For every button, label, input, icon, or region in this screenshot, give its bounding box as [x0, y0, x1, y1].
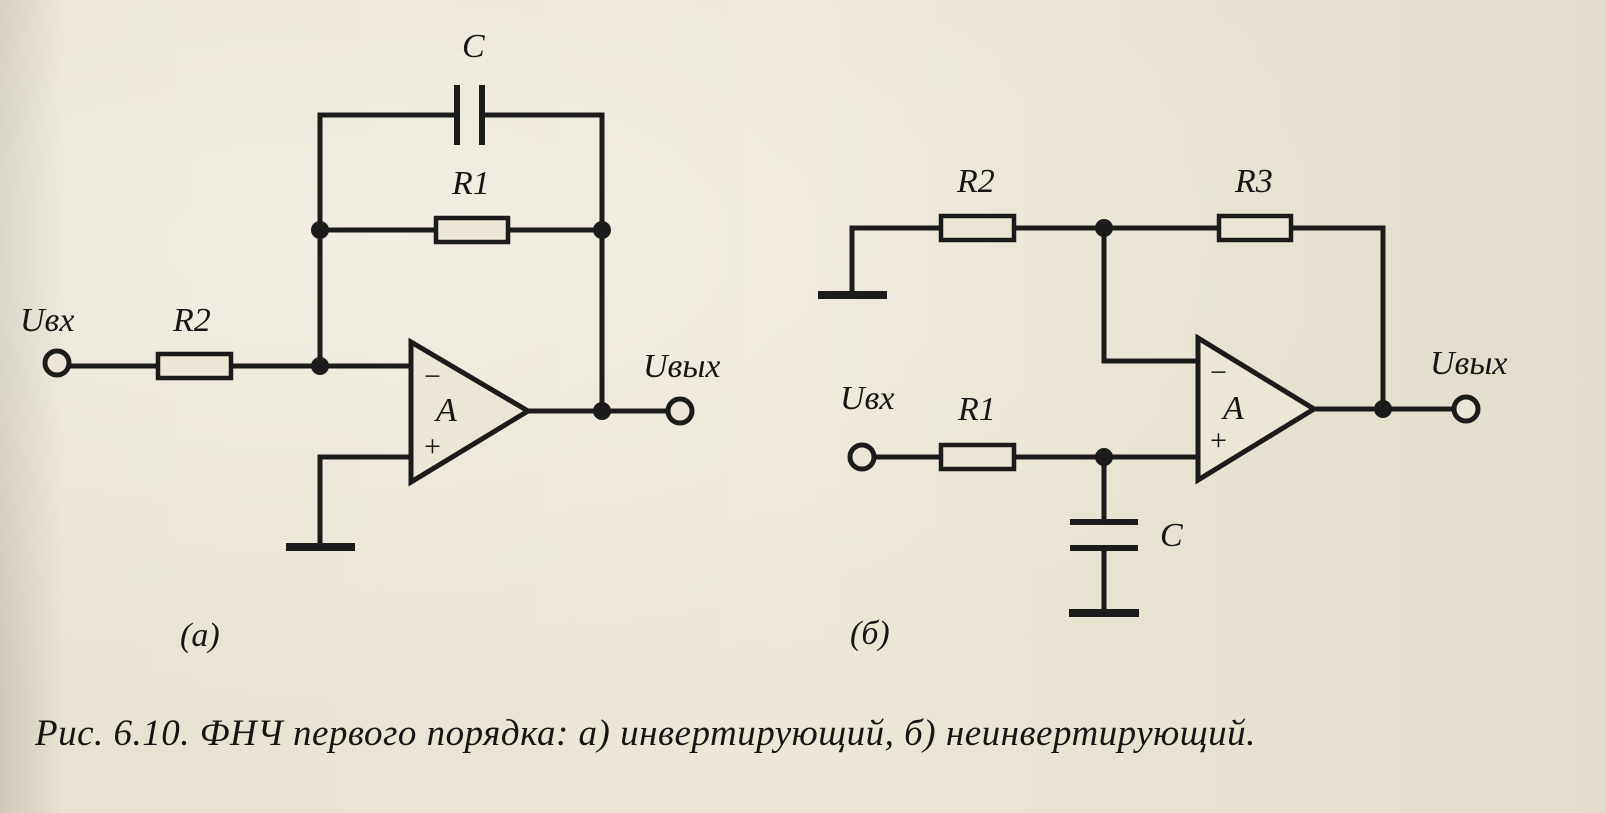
a-resistor-r1	[433, 215, 511, 245]
b-label-plus: +	[1210, 424, 1227, 457]
b-junction-input	[1095, 448, 1113, 466]
b-junction-output	[1374, 400, 1392, 418]
b-label-minus: −	[1210, 356, 1227, 389]
a-label-input: Uвх	[20, 302, 74, 339]
a-label-minus: −	[424, 360, 441, 393]
a-label-opamp: A	[434, 392, 457, 429]
a-opamp-triangle	[408, 337, 533, 487]
b-wire-feedback-down	[1101, 225, 1201, 364]
a-wire-cap-right	[479, 112, 605, 414]
b-label-input: Uвх	[840, 380, 894, 417]
b-label-output: Uвых	[1430, 345, 1507, 382]
a-label-output: Uвых	[643, 348, 720, 385]
b-resistor-r1	[938, 442, 1017, 472]
a-junction-top-left	[311, 221, 329, 239]
a-wire-plus-to-ground	[317, 454, 414, 548]
a-output-terminal	[665, 396, 695, 426]
a-resistor-r2	[155, 351, 234, 381]
b-label-r3: R3	[1234, 163, 1273, 200]
a-junction-top-right	[593, 221, 611, 239]
b-input-terminal	[847, 442, 877, 472]
b-wire-ground-to-r2	[849, 225, 944, 298]
a-label-capacitor: C	[462, 28, 485, 65]
b-junction-top	[1095, 219, 1113, 237]
a-label-r2: R2	[172, 302, 211, 339]
b-label-r2: R2	[956, 163, 995, 200]
a-junction-input	[311, 357, 329, 375]
a-label-plus: +	[424, 430, 441, 463]
circuit-a: C R1 R2 Uвх Uвых A − + (а)	[20, 28, 720, 654]
figure-caption: Рис. 6.10. ФНЧ первого порядка: а) инвер…	[35, 713, 1256, 754]
circuit-b: R2 R3 R1 C Uвх Uвых A − + (б)	[818, 163, 1507, 652]
b-label-opamp: A	[1221, 390, 1244, 427]
a-input-terminal	[42, 348, 72, 378]
a-label-tag: (а)	[180, 617, 220, 654]
b-output-terminal	[1451, 394, 1481, 424]
b-label-r1: R1	[957, 391, 996, 428]
a-junction-output	[593, 402, 611, 420]
b-label-tag: (б)	[850, 615, 890, 652]
a-wire-left-vertical	[317, 112, 460, 369]
b-label-capacitor: C	[1160, 517, 1183, 554]
b-resistor-r3	[1216, 213, 1294, 243]
b-wire-r3-to-output	[1288, 225, 1386, 412]
b-opamp-triangle	[1195, 333, 1319, 485]
b-resistor-r2	[938, 213, 1017, 243]
a-label-r1: R1	[451, 165, 490, 202]
